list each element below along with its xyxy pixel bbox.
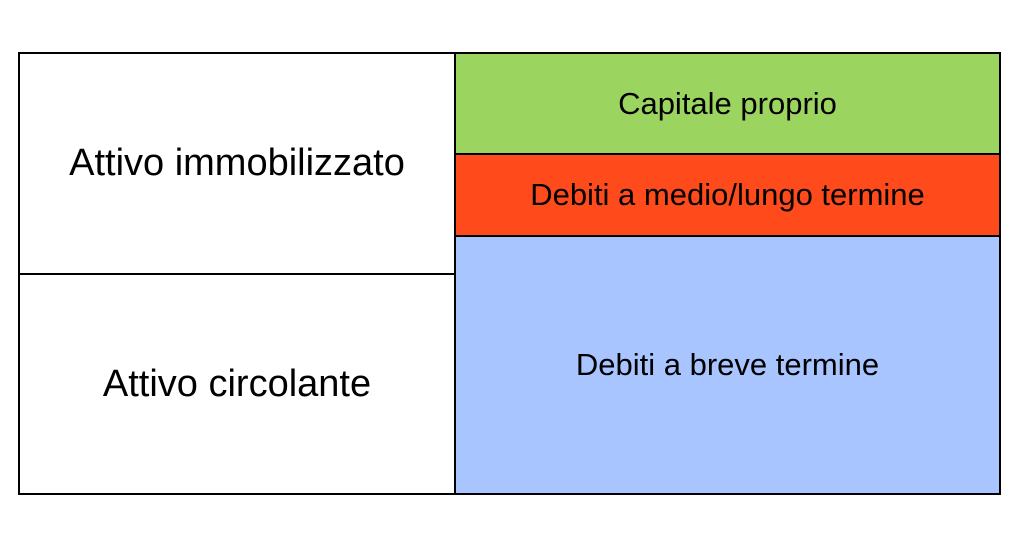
long-term-debt-label: Debiti a medio/lungo termine [530,177,925,212]
current-assets-block: Attivo circolante [18,273,456,495]
current-assets-label: Attivo circolante [102,362,372,405]
equity-block: Capitale proprio [454,52,1001,155]
equity-label: Capitale proprio [618,85,837,121]
short-term-debt-label: Debiti a breve termine [575,347,880,382]
short-term-debt-block: Debiti a breve termine [454,235,1001,495]
long-term-debt-block: Debiti a medio/lungo termine [454,153,1001,237]
fixed-assets-label: Attivo immobilizzato [69,142,405,184]
fixed-assets-block: Attivo immobilizzato [18,52,456,275]
